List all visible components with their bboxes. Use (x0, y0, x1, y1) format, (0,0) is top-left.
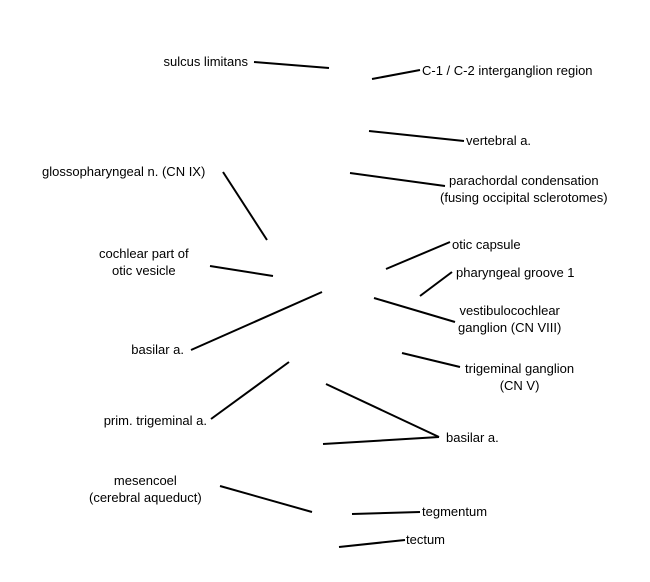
label-vertebral-a: vertebral a. (466, 133, 532, 148)
leader-basilar-right-lower (322, 436, 440, 445)
leader-prim-trigeminal (210, 361, 290, 420)
label-sulcus-limitans: sulcus limitans (163, 54, 248, 69)
leader-otic-capsule (385, 241, 451, 270)
label-parachordal: parachordal condensation (fusing occipit… (440, 173, 608, 205)
leader-vertebral-a (368, 130, 465, 142)
leader-parachordal (349, 172, 446, 187)
label-cochlear-part: cochlear part of otic vesicle (99, 246, 189, 278)
leader-sulcus-limitans (253, 61, 330, 69)
leader-basilar-left (190, 291, 323, 351)
leader-mesencoel (219, 485, 313, 513)
leader-cochlear (209, 265, 274, 277)
label-basilar-a-right: basilar a. (446, 430, 499, 445)
leader-trigeminal-ganglion (401, 352, 461, 368)
label-tegmentum: tegmentum (422, 504, 488, 519)
label-mesencoel: mesencoel (cerebral aqueduct) (89, 473, 202, 505)
label-glossopharyngeal: glossopharyngeal n. (CN IX) (42, 164, 206, 179)
leader-vestibulocochlear (373, 297, 456, 323)
label-vestibulocochlear: vestibulocochlear ganglion (CN VIII) (458, 303, 562, 335)
label-pharyngeal-groove: pharyngeal groove 1 (456, 265, 575, 280)
leader-basilar-right-upper (325, 383, 440, 438)
label-intergang-region: C-1 / C-2 interganglion region (422, 63, 593, 78)
leader-glossopharyngeal (222, 171, 268, 241)
label-prim-trigeminal: prim. trigeminal a. (103, 413, 207, 428)
label-tectum: tectum (406, 532, 446, 547)
leader-tectum (338, 539, 406, 548)
leader-pharyngeal-groove (419, 271, 453, 297)
leader-tegmentum (351, 511, 421, 515)
label-basilar-a-left: basilar a. (131, 342, 184, 357)
label-otic-capsule: otic capsule (452, 237, 521, 252)
leader-intergang-region (371, 69, 421, 80)
label-trigeminal-ganglion: trigeminal ganglion (CN V) (465, 361, 575, 393)
